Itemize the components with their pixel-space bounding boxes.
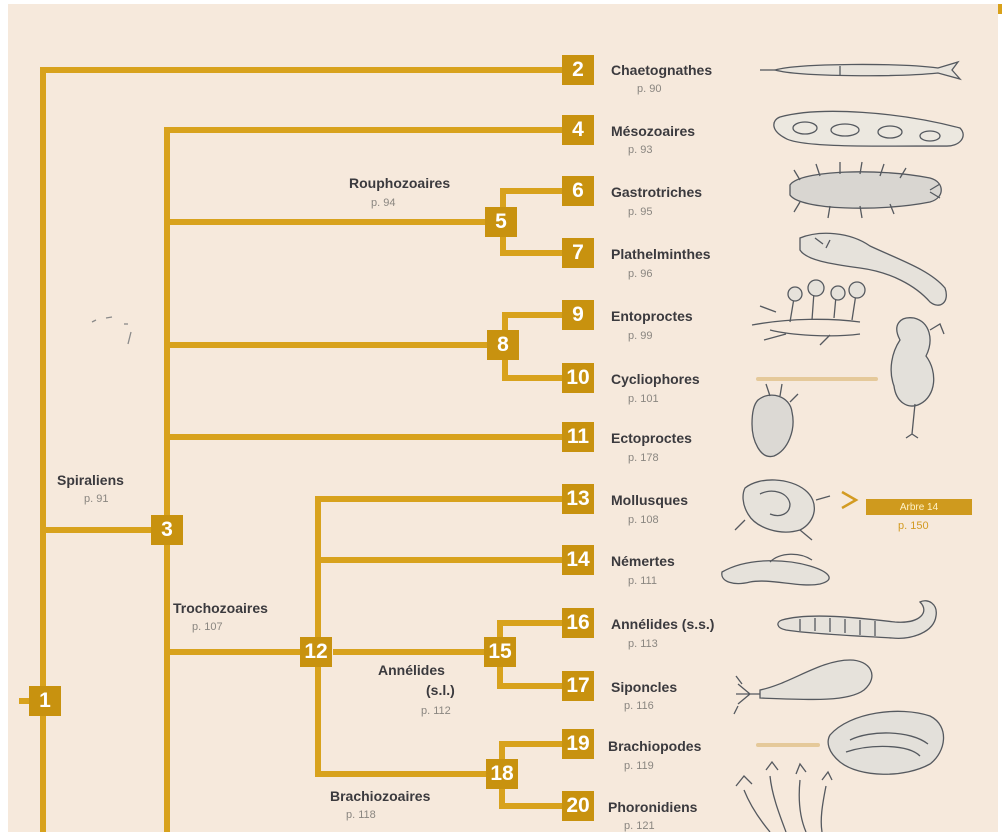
arrow-to-arbre14-icon	[842, 492, 856, 508]
node-19: 19	[562, 729, 594, 759]
group-annelides-sl-qualifier: (s.l.)	[426, 682, 455, 698]
group-annelides-sl-page: p. 112	[421, 705, 451, 717]
group-brachiozoaires-page: p. 118	[346, 809, 376, 821]
taxon-annelides-ss: Annélides (s.s.)	[611, 616, 714, 632]
node-4: 4	[562, 115, 594, 145]
entoproct-drawing	[752, 280, 865, 345]
node-3: 3	[151, 515, 183, 545]
phoronid-drawing	[736, 762, 832, 832]
flatworm-drawing	[800, 233, 946, 305]
sipunculan-drawing	[734, 660, 872, 714]
taxon-brachiopodes-page: p. 119	[624, 760, 654, 772]
taxon-cycliophores: Cycliophores	[611, 371, 700, 387]
node-16: 16	[562, 608, 594, 638]
taxon-phoronidiens-page: p. 121	[624, 820, 655, 832]
group-spiraliens: Spiraliens	[57, 472, 124, 488]
group-annelides-sl: Annélides	[378, 662, 445, 678]
node-11: 11	[562, 422, 594, 452]
taxon-chaetognathes-page: p. 90	[637, 83, 661, 95]
arbre14-page: p. 150	[898, 520, 929, 532]
group-spiraliens-page: p. 91	[84, 493, 108, 505]
taxon-entoproctes: Entoproctes	[611, 308, 693, 324]
taxon-brachiopodes: Brachiopodes	[608, 738, 701, 754]
node-15: 15	[484, 637, 516, 667]
taxon-gastrotriches: Gastrotriches	[611, 184, 702, 200]
stray-marks	[92, 317, 131, 344]
arbre14-link[interactable]: Arbre 14	[866, 499, 972, 515]
taxon-mollusques: Mollusques	[611, 492, 688, 508]
node-7: 7	[562, 238, 594, 268]
node-6: 6	[562, 176, 594, 206]
mollusc-drawing	[735, 480, 830, 540]
taxon-plathelminthes: Plathelminthes	[611, 246, 711, 262]
taxon-ectoproctes: Ectoproctes	[611, 430, 692, 446]
node-1: 1	[29, 686, 61, 716]
taxon-cycliophores-page: p. 101	[628, 393, 659, 405]
group-brachiozoaires: Brachiozoaires	[330, 788, 430, 804]
taxon-nemertes: Némertes	[611, 553, 675, 569]
taxon-mesozoaires-page: p. 93	[628, 144, 652, 156]
node-14: 14	[562, 545, 594, 575]
taxon-siponcles-page: p. 116	[624, 700, 654, 712]
ectoproct-drawing	[752, 384, 798, 457]
nemertean-drawing	[722, 554, 829, 585]
node-5: 5	[485, 207, 517, 237]
taxon-mollusques-page: p. 108	[628, 514, 659, 526]
node-9: 9	[562, 300, 594, 330]
mesozoan-drawing	[774, 111, 963, 146]
group-rouphozoaires-page: p. 94	[371, 197, 395, 209]
node-10: 10	[562, 363, 594, 393]
cycliophore-drawing	[891, 318, 944, 438]
node-17: 17	[562, 671, 594, 701]
group-trochozoaires-page: p. 107	[192, 621, 223, 633]
node-12: 12	[300, 637, 332, 667]
taxon-entoproctes-page: p. 99	[628, 330, 652, 342]
brachiopod-drawing	[828, 711, 943, 774]
node-20: 20	[562, 791, 594, 821]
taxon-siponcles: Siponcles	[611, 679, 677, 695]
group-rouphozoaires: Rouphozoaires	[349, 175, 450, 191]
group-trochozoaires: Trochozoaires	[173, 600, 268, 616]
node-18: 18	[486, 759, 518, 789]
gastrotrich-drawing	[790, 162, 941, 218]
annelid-drawing	[778, 601, 936, 639]
node-2: 2	[562, 55, 594, 85]
chaetognath-drawing	[760, 62, 960, 79]
node-13: 13	[562, 484, 594, 514]
taxon-nemertes-page: p. 111	[628, 575, 657, 587]
taxon-plathelminthes-page: p. 96	[628, 268, 652, 280]
taxon-mesozoaires: Mésozoaires	[611, 123, 695, 139]
taxon-chaetognathes: Chaetognathes	[611, 62, 712, 78]
taxon-ectoproctes-page: p. 178	[628, 452, 659, 464]
taxon-gastrotriches-page: p. 95	[628, 206, 652, 218]
taxon-phoronidiens: Phoronidiens	[608, 799, 697, 815]
taxon-annelides-ss-page: p. 113	[628, 638, 658, 650]
node-8: 8	[487, 330, 519, 360]
